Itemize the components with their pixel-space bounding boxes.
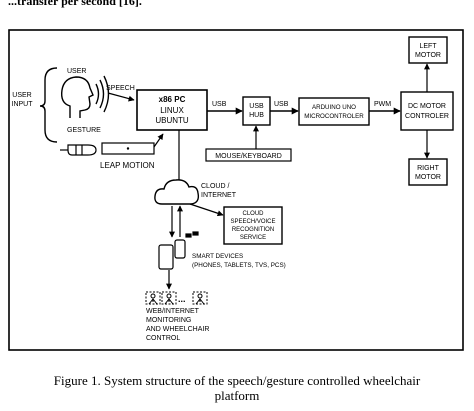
gesture-label: GESTURE — [67, 127, 101, 134]
right-motor-box — [408, 158, 448, 186]
users-dots: ... — [178, 294, 186, 304]
user-label: USER — [67, 68, 86, 75]
left-motor-box — [408, 36, 448, 64]
header-fragment: ...transfer per second [16]. — [8, 0, 142, 8]
smart-devices-label: SMART DEVICES(PHONES, TABLETS, TVS, PCS) — [192, 253, 286, 269]
speech-arrow — [107, 92, 135, 102]
cloud-service-box — [223, 206, 283, 245]
hand-icon — [60, 144, 97, 156]
usb-left-label: USB — [212, 101, 227, 108]
user-head-icon — [60, 75, 110, 118]
mouse-keyboard-label: MOUSE/KEYBOARD — [215, 153, 282, 160]
smart-devices-icon — [158, 231, 199, 270]
speech-label: SPEECH — [106, 85, 135, 92]
pc-box — [136, 89, 208, 131]
user-input-brace — [39, 67, 58, 143]
outer-frame — [8, 29, 464, 351]
figure-caption: Figure 1. System structure of the speech… — [0, 373, 474, 403]
pc-label-2: LINUX — [160, 106, 184, 115]
arduino-box — [298, 97, 370, 126]
pwm-label: PWM — [374, 101, 391, 108]
caption-line-1: Figure 1. System structure of the speech… — [53, 373, 421, 388]
leap-to-pc-arrow — [153, 133, 164, 148]
usb-hub-box — [242, 96, 271, 126]
mouse-keyboard-box — [205, 148, 292, 162]
remote-users-icon — [145, 291, 208, 305]
leap-motion-label: LEAP MOTION — [100, 161, 155, 170]
dc-motor-box — [400, 91, 454, 131]
pc-label-1: x86 PC — [159, 95, 186, 104]
cloud-service-line — [189, 203, 224, 217]
pc-label-3: UBUNTU — [155, 116, 189, 125]
usb-right-label: USB — [274, 101, 289, 108]
cloud-internet-label: CLOUD /INTERNET — [201, 183, 237, 199]
caption-line-2: platform — [214, 388, 260, 403]
cloud-icon — [154, 179, 200, 205]
leap-motion-led — [126, 147, 130, 150]
